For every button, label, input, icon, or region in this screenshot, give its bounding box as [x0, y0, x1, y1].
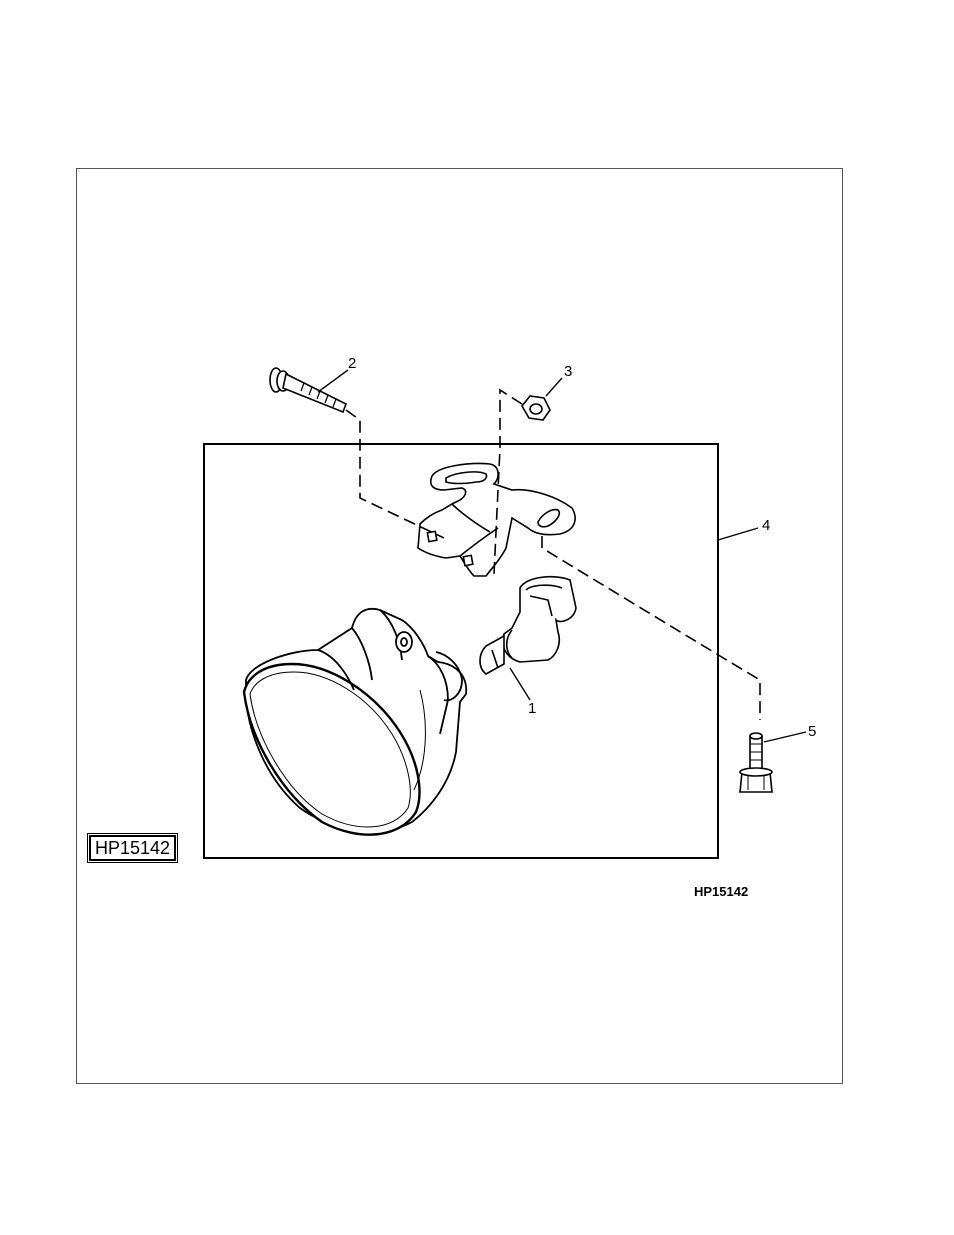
- bolt-part: [270, 368, 346, 412]
- nut-part: [522, 396, 550, 420]
- callout-4: 4: [762, 517, 770, 534]
- callout-1: 1: [528, 700, 536, 717]
- fog-lamp-housing: [244, 609, 466, 835]
- callout-5: 5: [808, 723, 816, 740]
- callout-2: 2: [348, 355, 356, 372]
- bulb-part: [480, 577, 576, 674]
- figure-id-tag: HP15142: [89, 835, 176, 861]
- figure-id-caption: HP15142: [694, 884, 748, 899]
- callout-3: 3: [564, 363, 572, 380]
